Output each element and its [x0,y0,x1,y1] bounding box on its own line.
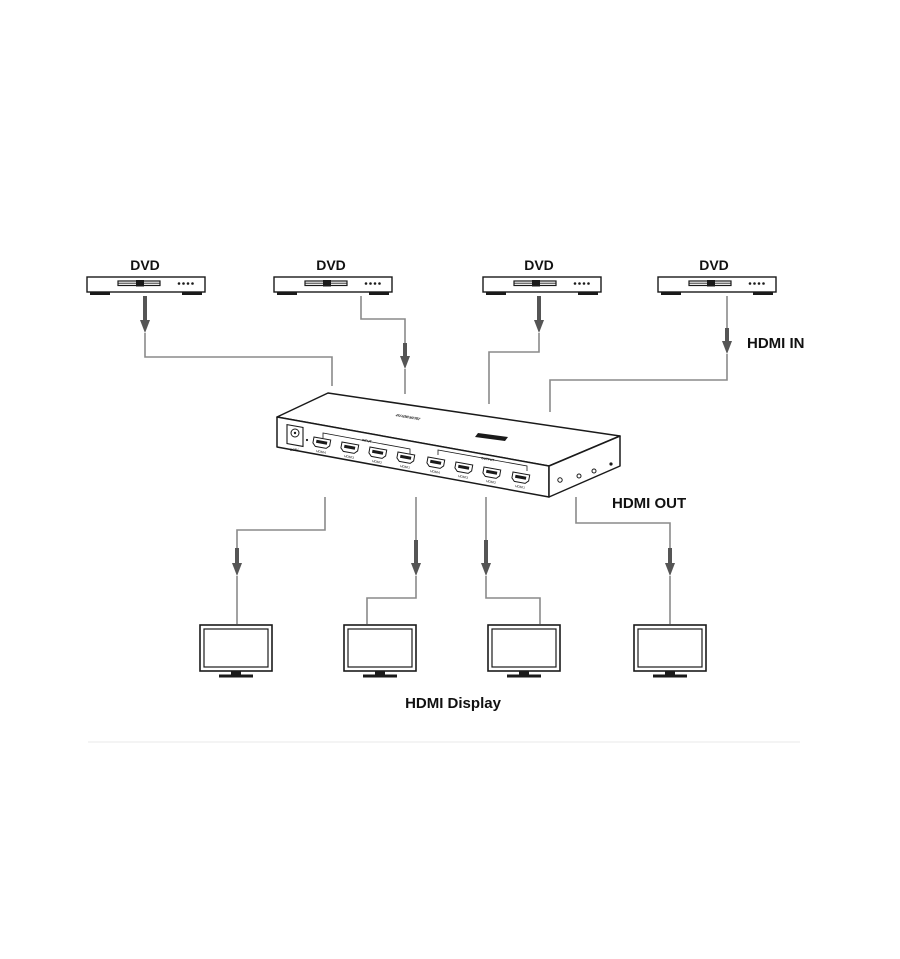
svg-text:HDMI4: HDMI4 [316,449,327,455]
monitor-icon [633,624,707,679]
dvd-label: DVD [316,257,346,273]
matrix-brand-text: 4X4 HDMI MATRIX [394,413,422,421]
dvd-label: DVD [524,257,554,273]
arrow-down-icon [481,563,491,576]
input-cable-3 [488,296,544,404]
output-cable-3 [481,497,541,624]
arrow-down-icon [534,320,544,333]
hdmi-display-4 [633,624,707,679]
dvd-player-icon [482,276,602,296]
svg-text:HDMI2: HDMI2 [372,459,383,465]
dvd-player-icon [273,276,393,296]
input-port-4: HDMI1 [395,451,416,470]
dvd-player-icon [86,276,206,296]
input-group-label: INPUT [362,438,372,444]
dvd-player-icon [657,276,777,296]
hdmi-matrix-switch: 4X4 HDMI MATRIX 4X4 HDMI MATRIX DC5V INP… [276,392,621,498]
hdmi-display-label: HDMI Display [405,695,502,712]
power-socket-icon [290,428,300,438]
output-port-2: HDMI3 [453,461,474,480]
output-group-label: OUTPUT [481,456,495,462]
power-label: DC5V [290,448,299,452]
input-cable-4 [549,296,732,412]
input-port-1: HDMI4 [311,436,332,455]
hdmi-display-3 [487,624,561,679]
arrow-down-icon [722,341,732,354]
output-cable-2 [366,497,421,624]
output-cable-4 [575,497,675,624]
svg-text:HDMI2: HDMI2 [486,479,497,485]
svg-text:HDMI3: HDMI3 [458,474,469,480]
monitor-icon [343,624,417,679]
output-cable-1 [232,497,326,624]
dvd-player-3: DVD [482,257,602,296]
input-cable-2 [360,296,410,394]
dvd-player-2: DVD [273,257,393,296]
hdmi-display-1 [199,624,273,679]
dvd-player-4: DVD [657,257,777,296]
hdmi-in-label: HDMI IN [747,335,805,352]
arrow-down-icon [665,563,675,576]
svg-text:HDMI3: HDMI3 [344,454,355,460]
svg-text:HDMI4: HDMI4 [430,469,441,475]
monitor-icon [487,624,561,679]
input-cable-1 [140,296,333,386]
input-port-2: HDMI3 [339,441,360,460]
monitor-icon [199,624,273,679]
hdmi-out-label: HDMI OUT [612,495,686,512]
dvd-player-1: DVD [86,257,206,296]
dvd-label: DVD [130,257,160,273]
arrow-down-icon [411,563,421,576]
output-port-3: HDMI2 [481,466,502,485]
arrow-down-icon [140,320,150,333]
hdmi-display-2 [343,624,417,679]
output-port-1: HDMI4 [425,456,446,475]
output-port-4: HDMI1 [510,471,531,490]
dvd-label: DVD [699,257,729,273]
svg-text:HDMI1: HDMI1 [515,484,526,490]
arrow-down-icon [232,563,242,576]
svg-text:HDMI1: HDMI1 [400,464,411,470]
input-port-3: HDMI2 [367,446,388,465]
arrow-down-icon [400,356,410,369]
